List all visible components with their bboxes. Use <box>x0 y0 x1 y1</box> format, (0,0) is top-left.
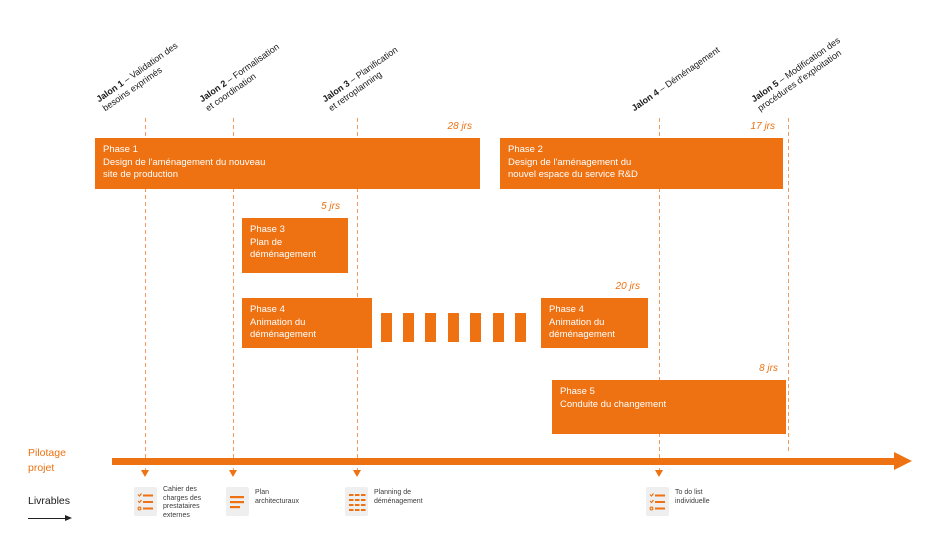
livrables-arrow-line <box>28 518 66 519</box>
down-arrowhead-icon <box>655 470 663 477</box>
milestone-line-jalon-4 <box>659 118 660 472</box>
pilotage-timeline-bar <box>112 458 894 465</box>
todo-checklist-icon <box>646 487 669 516</box>
duration-label-phase-1: 28 jrs <box>447 121 472 132</box>
down-arrowhead-icon <box>141 470 149 477</box>
livrables-arrowhead-icon <box>65 515 72 521</box>
milestone-line-jalon-2 <box>233 118 234 472</box>
todo-checklist-icon <box>134 487 157 516</box>
livrables-label: Livrables <box>28 495 71 507</box>
milestone-line-jalon-5 <box>788 118 789 454</box>
pilotage-arrowhead-icon <box>894 452 912 470</box>
down-arrowhead-icon <box>229 470 237 477</box>
duration-label-phase-3: 5 jrs <box>321 201 340 212</box>
duration-label-phase-5: 8 jrs <box>759 363 778 374</box>
document-lines-icon <box>226 487 249 516</box>
down-arrowhead-icon <box>353 470 361 477</box>
duration-label-phase-2: 17 jrs <box>750 121 775 132</box>
duration-label-phase-4: 20 jrs <box>615 281 640 292</box>
table-grid-icon <box>345 487 368 516</box>
milestone-line-jalon-1 <box>145 118 146 472</box>
milestone-line-jalon-3 <box>357 118 358 472</box>
